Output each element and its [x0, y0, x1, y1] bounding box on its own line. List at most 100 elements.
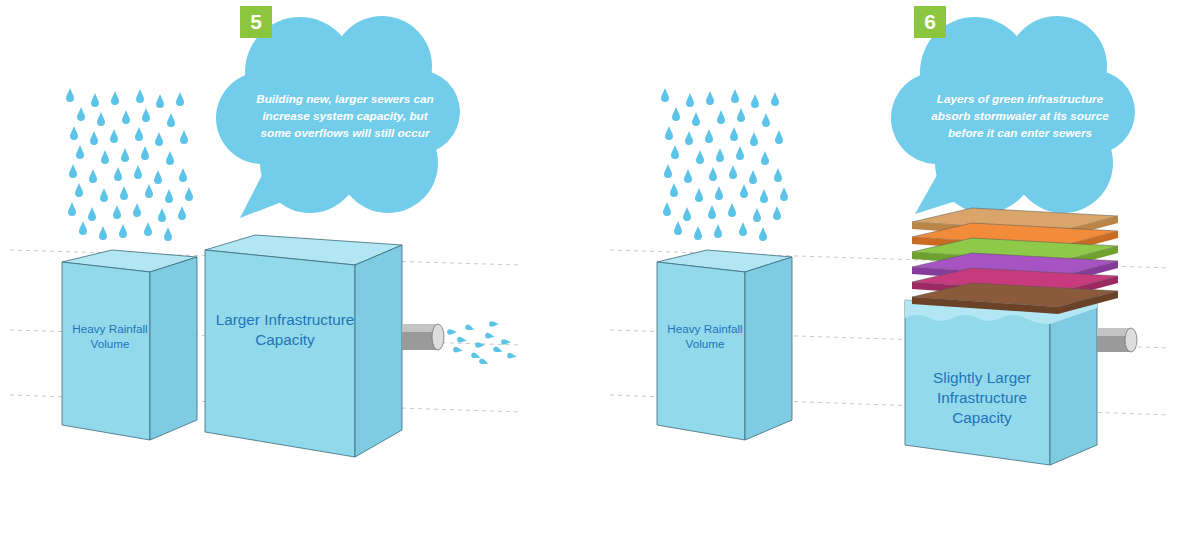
rain-drop	[716, 148, 724, 162]
water-drop	[453, 346, 464, 353]
rain-drop	[737, 108, 745, 122]
volume-box	[62, 250, 197, 440]
water-drop	[470, 352, 481, 361]
rain-drop	[69, 164, 77, 178]
rain-drop	[133, 203, 141, 217]
rain-drop	[179, 168, 187, 182]
callout-cloud-text: Building new, larger sewers can increase…	[252, 45, 438, 185]
rain-drop	[114, 167, 122, 181]
rain-drop	[661, 88, 669, 102]
rain-drop	[76, 145, 84, 159]
capacity-box	[905, 295, 1097, 465]
rain-drop	[686, 93, 694, 107]
rain-drop	[749, 170, 757, 184]
rain-drop	[663, 202, 671, 216]
overflow-pipe	[402, 324, 444, 350]
volume-box	[657, 250, 792, 440]
rain-drop	[692, 112, 700, 126]
outlet-pipe	[1097, 328, 1137, 352]
water-drop	[457, 336, 468, 343]
rain-drop	[684, 169, 692, 183]
green-infrastructure-layers	[912, 208, 1118, 314]
rain-drop	[100, 188, 108, 202]
rain-drop	[760, 189, 768, 203]
rain-drop	[154, 170, 162, 184]
rain-drop	[739, 222, 747, 236]
callout-number: 6	[914, 6, 946, 38]
label-text: Slightly Larger Infrastructure Capacity	[908, 368, 1056, 428]
rain-drop	[775, 130, 783, 144]
rain-drop	[97, 112, 105, 126]
label-text: Building new, larger sewers can increase…	[252, 90, 438, 141]
rain-drop	[110, 129, 118, 143]
callout-cloud	[891, 16, 1135, 214]
rain-drop	[142, 108, 150, 122]
infrastructure-capacity-box: Slightly Larger Infrastructure Capacity	[908, 345, 1056, 450]
rain-drop	[66, 88, 74, 102]
rain-drop	[670, 183, 678, 197]
rain-drop	[736, 146, 744, 160]
rain-drop	[665, 126, 673, 140]
infrastructure-capacity-box: Larger Infrastructure Capacity	[210, 280, 360, 380]
rain-drop	[664, 164, 672, 178]
rainfall-volume-box: Heavy Rainfall Volume	[659, 296, 751, 376]
rain-drop	[740, 184, 748, 198]
label-text: Larger Infrastructure Capacity	[210, 310, 360, 350]
rain-drop	[685, 131, 693, 145]
rain-drop	[730, 127, 738, 141]
water-drop	[447, 329, 457, 335]
rain-drop	[706, 91, 714, 105]
rain-drop	[185, 187, 193, 201]
water-drop	[475, 342, 485, 348]
rain-drop	[176, 92, 184, 106]
rain-drop	[99, 226, 107, 240]
rain-drop	[120, 186, 128, 200]
rain-drop	[90, 131, 98, 145]
rain-drop	[683, 207, 691, 221]
rain-drop	[141, 146, 149, 160]
water-drop	[492, 346, 503, 355]
callout-number: 5	[240, 6, 272, 38]
rain-drop	[753, 208, 761, 222]
rain-drop	[694, 226, 702, 240]
rain-drop	[771, 92, 779, 106]
rain-drop	[671, 145, 679, 159]
rain-drop	[178, 206, 186, 220]
callout-cloud	[216, 16, 460, 218]
rain-drop	[762, 113, 770, 127]
rain-drop	[113, 205, 121, 219]
rain-drop	[709, 167, 717, 181]
rain-drop	[780, 187, 788, 201]
rain-drop	[672, 107, 680, 121]
rain-drop	[761, 151, 769, 165]
rain-drop	[729, 165, 737, 179]
rain-drop	[695, 188, 703, 202]
callout-cloud-text: Layers of green infrastructure absorb st…	[927, 45, 1113, 185]
water-drop	[464, 324, 475, 333]
label-text: Heavy Rainfall Volume	[64, 321, 156, 351]
callout-number: 5	[250, 10, 262, 34]
rain-drop	[121, 148, 129, 162]
layer-slab	[912, 283, 1118, 314]
capacity-box	[205, 235, 402, 457]
rain-drop	[714, 224, 722, 238]
rain-drop	[79, 221, 87, 235]
overflow-spray	[447, 321, 517, 366]
rain-drop	[715, 186, 723, 200]
rain-drop	[705, 129, 713, 143]
rain-drop	[759, 227, 767, 241]
rain-drop	[166, 151, 174, 165]
rain-drop	[717, 110, 725, 124]
rain-drop	[728, 203, 736, 217]
rain-drop	[68, 202, 76, 216]
rain-drop	[122, 110, 130, 124]
clouds	[216, 16, 1135, 218]
rain-drop	[750, 132, 758, 146]
rain-drop	[91, 93, 99, 107]
rain-drop	[180, 130, 188, 144]
rain-drop	[88, 207, 96, 221]
rain-drop	[155, 132, 163, 146]
